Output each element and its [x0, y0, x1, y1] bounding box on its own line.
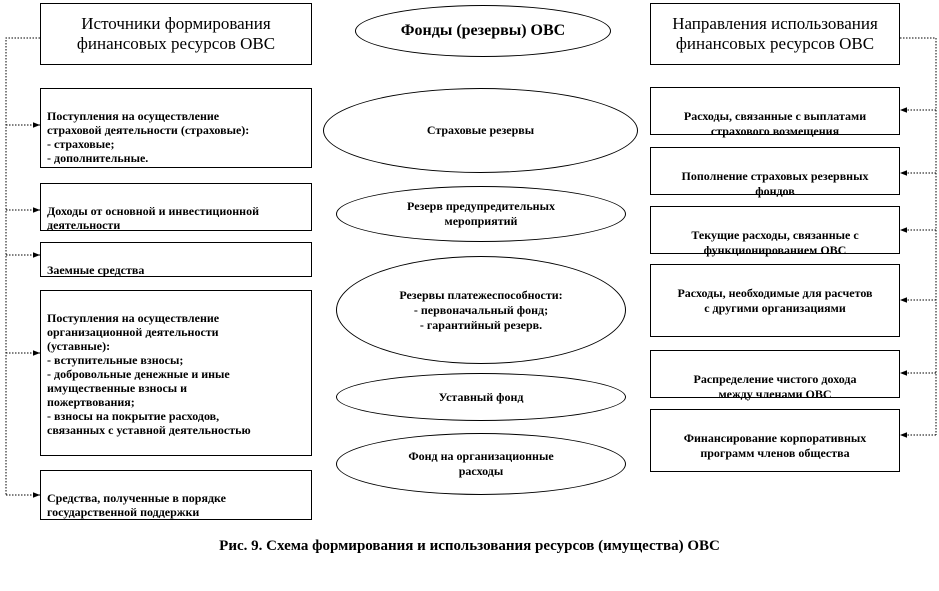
direction-box-net-income: Распределение чистого дохода между члена…: [650, 350, 900, 401]
direction-text: Финансирование корпоративных программ чл…: [683, 431, 867, 460]
direction-box-payments: Расходы, связанные с выплатами страховог…: [650, 87, 900, 138]
direction-text: Пополнение страховых резервных фондов: [681, 169, 869, 198]
source-text: Поступления на осуществление организацио…: [47, 311, 251, 437]
fund-insurance-reserves: Страховые резервы: [323, 88, 638, 173]
figure-caption: Рис. 9. Схема формирования и использован…: [219, 538, 720, 554]
fund-solvency-reserves: Резервы платежеспособности: - первоначал…: [336, 256, 626, 364]
fund-text: Страховые резервы: [426, 123, 535, 137]
direction-box-current-expenses: Текущие расходы, связанные с функциониро…: [650, 206, 900, 257]
direction-text: Текущие расходы, связанные с функциониро…: [691, 228, 859, 257]
source-box-organizational: Поступления на осуществление организацио…: [40, 290, 312, 456]
source-box-state-support: Средства, полученные в порядке государст…: [40, 470, 312, 520]
direction-box-corporate-programs: Финансирование корпоративных программ чл…: [650, 409, 900, 472]
direction-box-settlements: Расходы, необходимые для расчетов с друг…: [650, 264, 900, 337]
sources-header: Источники формирования финансовых ресурс…: [40, 3, 312, 65]
fund-text: Уставный фонд: [438, 389, 524, 404]
fund-organizational-expenses: Фонд на организационные расходы: [336, 433, 626, 495]
funds-header: Фонды (резервы) ОВС: [355, 5, 611, 57]
fund-text: Фонд на организационные расходы: [408, 449, 554, 478]
direction-text: Расходы, необходимые для расчетов с друг…: [677, 286, 873, 315]
right-trunk-line: [900, 37, 937, 435]
direction-box-replenishment: Пополнение страховых резервных фондов: [650, 147, 900, 198]
source-text: Средства, полученные в порядке государст…: [47, 491, 226, 519]
fund-text: Резерв предупредительных мероприятий: [407, 199, 555, 228]
source-box-insurance: Поступления на осуществление страховой д…: [40, 88, 312, 168]
fund-preventive-reserve: Резерв предупредительных мероприятий: [336, 186, 626, 242]
source-text: Поступления на осуществление страховой д…: [47, 109, 250, 165]
source-text: Доходы от основной и инвестиционной деят…: [47, 204, 259, 231]
direction-text: Расходы, связанные с выплатами страховог…: [683, 109, 867, 138]
direction-text: Распределение чистого дохода между члена…: [693, 372, 857, 401]
source-box-income: Доходы от основной и инвестиционной деят…: [40, 183, 312, 231]
left-trunk-line: [5, 37, 40, 495]
directions-header: Направления использования финансовых рес…: [650, 3, 900, 65]
source-text: Заемные средства: [47, 263, 145, 277]
fund-charter-fund: Уставный фонд: [336, 373, 626, 421]
directions-header-text: Направления использования финансовых рес…: [672, 14, 878, 53]
source-box-loans: Заемные средства: [40, 242, 312, 277]
sources-header-text: Источники формирования финансовых ресурс…: [76, 14, 276, 53]
fund-text: Резервы платежеспособности: - первоначал…: [399, 287, 563, 332]
funds-header-text: Фонды (резервы) ОВС: [400, 22, 566, 39]
